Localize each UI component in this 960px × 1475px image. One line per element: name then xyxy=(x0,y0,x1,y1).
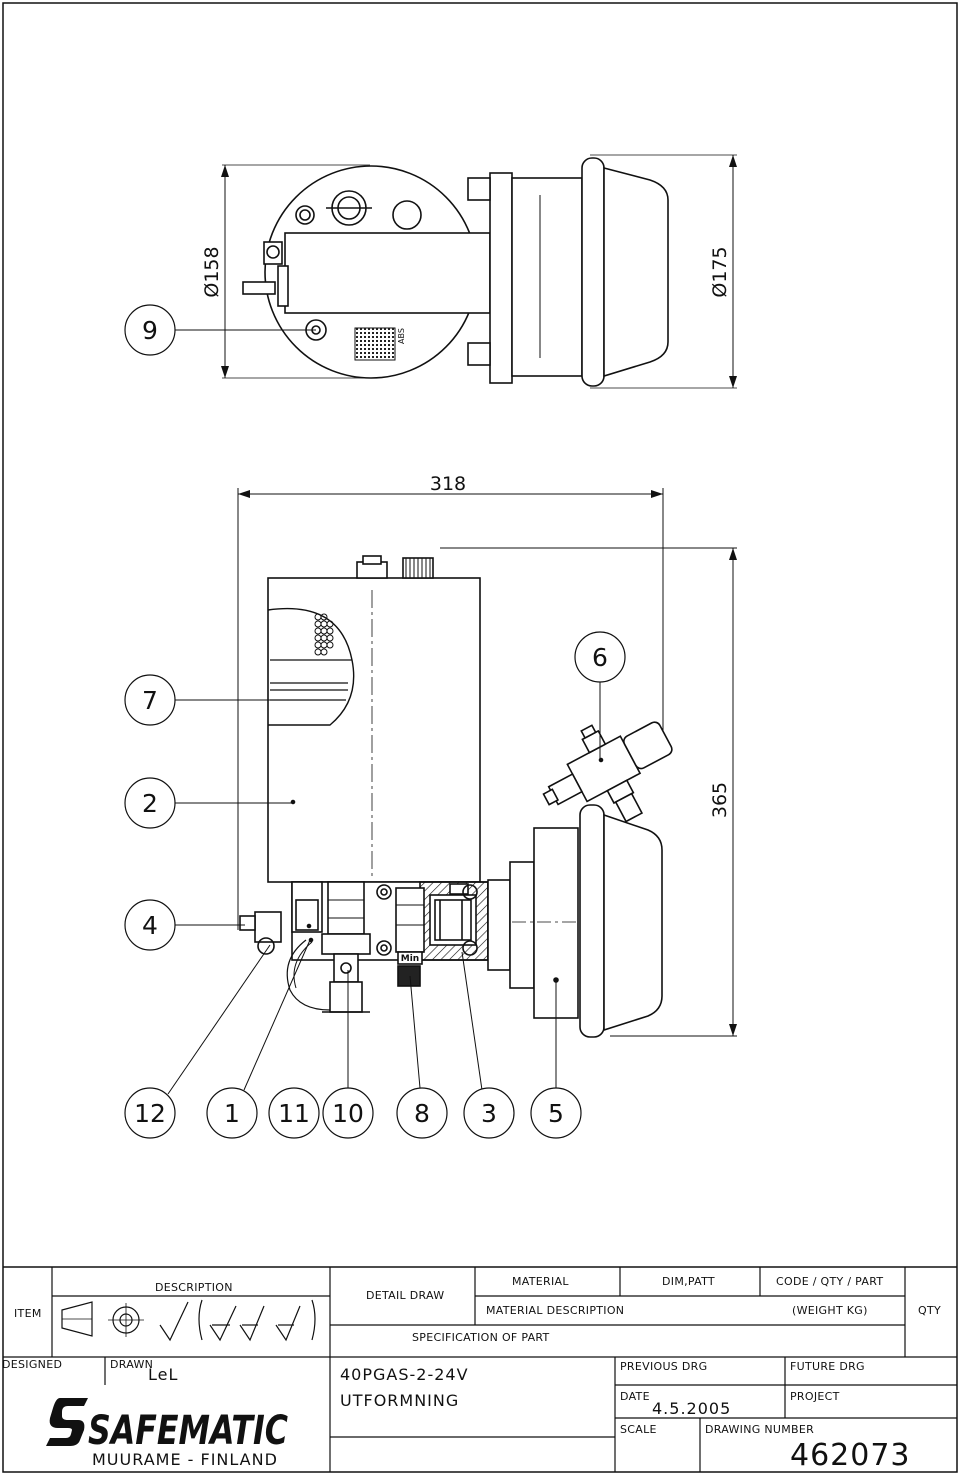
dim-overall-width: 318 xyxy=(430,473,466,495)
balloon-3: 3 xyxy=(463,1087,515,1139)
dim-patt-header: DIM,PATT xyxy=(662,1275,715,1288)
svg-text:3: 3 xyxy=(481,1099,497,1128)
company-logo: SAFEMATIC MUURAME - FINLAND xyxy=(46,1398,288,1469)
drawn-label: DRAWN xyxy=(110,1358,153,1371)
balloon-1: 1 xyxy=(206,1087,258,1139)
dim-diameter-158: Ø158 xyxy=(201,246,223,297)
qty-header: QTY xyxy=(918,1304,941,1317)
title-line-2: UTFORMNING xyxy=(340,1391,459,1410)
svg-text:10: 10 xyxy=(332,1099,364,1128)
svg-text:11: 11 xyxy=(278,1099,310,1128)
scale-label: SCALE xyxy=(620,1423,657,1436)
balloon-11: 11 xyxy=(268,1087,320,1139)
svg-text:7: 7 xyxy=(142,686,158,715)
material-header: MATERIAL xyxy=(512,1275,569,1288)
designed-label: DESIGNED xyxy=(2,1358,62,1371)
balloon-8: 8 xyxy=(396,1087,448,1139)
balloon-6: 6 xyxy=(574,631,626,760)
project-label: PROJECT xyxy=(790,1390,840,1403)
drawing-number-label: DRAWING NUMBER xyxy=(705,1423,814,1436)
description-header: DESCRIPTION xyxy=(155,1281,233,1294)
company-location: MUURAME - FINLAND xyxy=(92,1450,278,1469)
balloon-row xyxy=(167,939,557,1095)
balloon-10: 10 xyxy=(322,1087,374,1139)
balloon-12: 12 xyxy=(124,1087,176,1139)
dim-318-line xyxy=(237,488,664,930)
drawing-number-value: 462073 xyxy=(790,1438,911,1473)
balloon-9: 9 xyxy=(124,304,316,356)
sight-glass-min-label: Min xyxy=(401,954,419,964)
date-value: 4.5.2005 xyxy=(652,1399,731,1418)
svg-text:9: 9 xyxy=(142,316,158,345)
previous-drg-label: PREVIOUS DRG xyxy=(620,1360,707,1373)
balloon-7: 7 xyxy=(124,674,290,726)
dim-365-line xyxy=(440,547,737,1037)
date-label: DATE xyxy=(620,1390,650,1403)
title-block-grid xyxy=(3,1266,957,1472)
item-header: ITEM xyxy=(14,1307,42,1320)
front-view xyxy=(239,555,673,1038)
abs-label: ABS xyxy=(397,328,406,344)
dim-diameter-175: Ø175 xyxy=(709,246,731,297)
drawn-value: LeL xyxy=(148,1365,178,1384)
svg-text:6: 6 xyxy=(592,643,608,672)
material-description-header: MATERIAL DESCRIPTION xyxy=(486,1304,624,1317)
top-view xyxy=(221,154,737,389)
dim-overall-height: 365 xyxy=(709,782,731,818)
svg-text:12: 12 xyxy=(134,1099,166,1128)
balloon-4: 4 xyxy=(124,899,245,951)
svg-text:5: 5 xyxy=(548,1099,564,1128)
detail-draw-header: DETAIL DRAW xyxy=(366,1289,444,1302)
code-header: CODE / QTY / PART xyxy=(776,1275,883,1288)
balloon-5: 5 xyxy=(530,1087,582,1139)
svg-text:1: 1 xyxy=(224,1099,240,1128)
svg-text:2: 2 xyxy=(142,789,158,818)
weight-header: (WEIGHT KG) xyxy=(792,1304,868,1317)
future-drg-label: FUTURE DRG xyxy=(790,1360,865,1373)
title-block-text: ITEM DESCRIPTION DETAIL DRAW MATERIAL DI… xyxy=(2,1275,941,1473)
svg-text:4: 4 xyxy=(142,911,158,940)
company-name: SAFEMATIC xyxy=(88,1408,288,1454)
svg-text:8: 8 xyxy=(414,1099,430,1128)
balloon-2: 2 xyxy=(124,777,293,829)
specification-header: SPECIFICATION OF PART xyxy=(412,1331,550,1344)
title-line-1: 40PGAS-2-24V xyxy=(340,1365,469,1384)
